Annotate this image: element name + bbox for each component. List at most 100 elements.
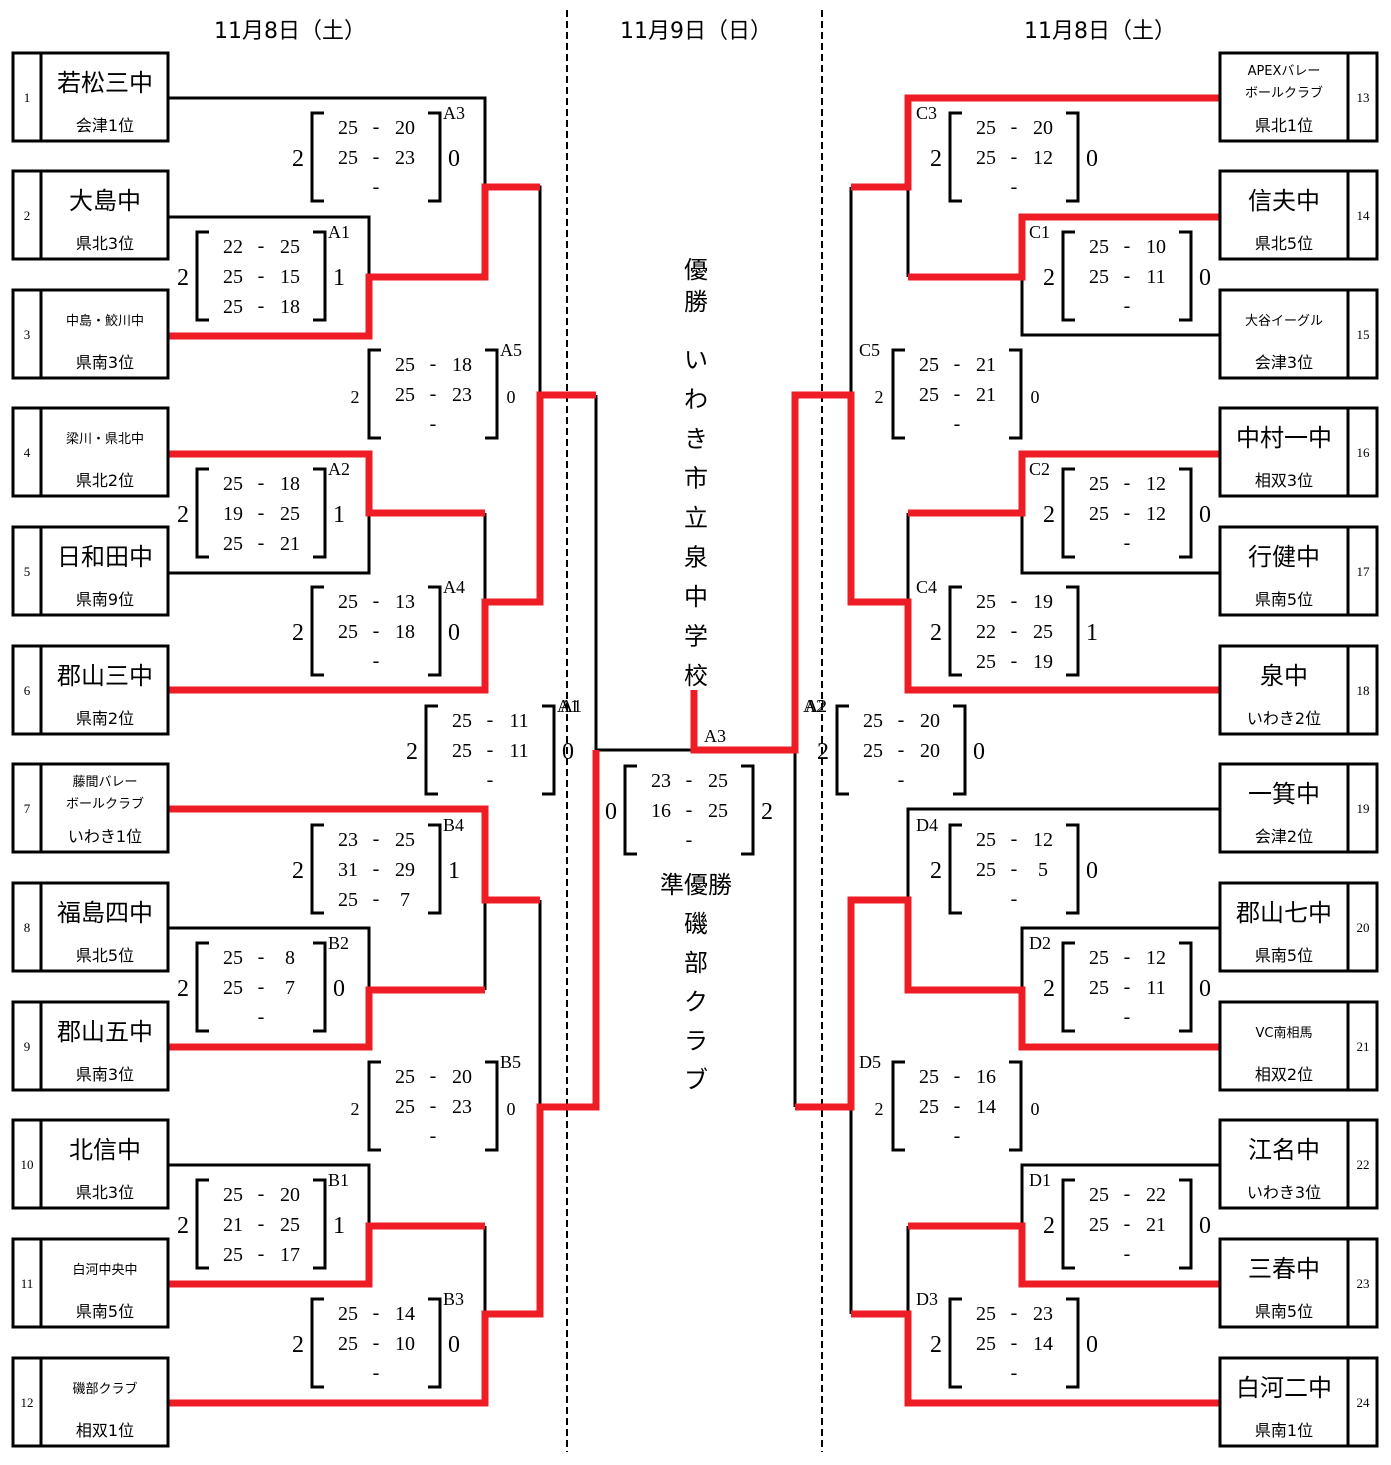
runner-up-team-char: ラ <box>684 1027 708 1055</box>
set-score-right: 25 <box>280 236 300 258</box>
sets-won-left: 2 <box>177 265 189 291</box>
set-score-left: 19 <box>223 503 243 525</box>
champion-label-char: 優 <box>684 256 708 284</box>
winner-path <box>908 450 1220 517</box>
seed-number: 23 <box>1357 1276 1370 1291</box>
set-score-right: 13 <box>395 591 415 613</box>
set-score-right: 11 <box>1146 266 1165 288</box>
set-score-left: 25 <box>976 1333 996 1355</box>
left-bracket-mark <box>948 585 962 677</box>
set-score-left: 25 <box>919 1066 939 1088</box>
team-box <box>11 1118 170 1210</box>
score-dash: - <box>430 1125 437 1147</box>
set-score-left: 25 <box>976 117 996 139</box>
match-id: C1 <box>1029 222 1050 242</box>
right-bracket-mark <box>313 941 327 1033</box>
seed-number: 13 <box>1357 90 1370 105</box>
team-name: 白河中央中 <box>72 1262 137 1278</box>
right-bracket-mark <box>1066 111 1080 203</box>
right-bracket-mark <box>313 467 327 559</box>
right-bracket-mark <box>313 230 327 322</box>
sets-won-left: 0 <box>605 799 617 825</box>
team-name: 郡山五中 <box>57 1018 153 1046</box>
set-score-left: 25 <box>976 829 996 851</box>
set-score-left: 25 <box>1089 473 1109 495</box>
left-bracket-mark <box>1061 467 1075 559</box>
set-score-left: 25 <box>223 296 243 318</box>
team-rank: 県北5位 <box>1255 234 1313 253</box>
set-score-right: 19 <box>1033 591 1053 613</box>
right-bracket-mark <box>428 1297 442 1389</box>
seed-number: 14 <box>1357 208 1371 223</box>
score-dash: - <box>1124 265 1131 287</box>
winner-path <box>690 391 1220 754</box>
right-bracket-mark <box>953 704 967 796</box>
set-score-left: 25 <box>1089 977 1109 999</box>
set-score-right: 21 <box>976 354 996 376</box>
sets-won-left: 2 <box>292 146 304 172</box>
seed-number: 21 <box>1357 1039 1370 1054</box>
score-dash: - <box>258 502 265 524</box>
set-score-left: 25 <box>452 710 472 732</box>
score-dash: - <box>1124 295 1131 317</box>
team-name: 泉中 <box>1260 662 1308 690</box>
match-id: B2 <box>328 933 349 953</box>
score-dash: - <box>373 650 380 672</box>
bracket-line <box>168 1163 371 1226</box>
set-score-right: 25 <box>708 800 728 822</box>
set-score-right: 21 <box>1146 1214 1166 1236</box>
sets-won-right: 1 <box>333 1213 345 1239</box>
set-score-left: 25 <box>338 117 358 139</box>
score-dash: - <box>258 946 265 968</box>
winner-path <box>168 986 485 1051</box>
left-bracket-mark <box>310 111 324 203</box>
score-dash: - <box>1011 620 1018 642</box>
bracket-line <box>1020 513 1220 575</box>
score-dash: - <box>1011 888 1018 910</box>
sets-won-right: 0 <box>1086 858 1098 884</box>
sets-won-left: 2 <box>1043 976 1055 1002</box>
set-score-left: 25 <box>1089 947 1109 969</box>
score-dash: - <box>1011 1302 1018 1324</box>
winner-path <box>168 805 540 904</box>
sets-won-right: 0 <box>448 1332 460 1358</box>
right-bracket-mark <box>542 704 556 796</box>
set-score-right: 29 <box>395 859 415 881</box>
set-score-left: 25 <box>395 384 415 406</box>
set-score-left: 25 <box>338 621 358 643</box>
set-score-left: 23 <box>651 770 671 792</box>
set-score-right: 5 <box>1038 859 1048 881</box>
team-rank: 相双3位 <box>1255 471 1313 490</box>
team-name: 藤間バレー <box>72 775 137 790</box>
sets-won-left: 2 <box>875 1099 884 1119</box>
team-rank: 県北1位 <box>1255 116 1313 135</box>
winner-path <box>851 94 1220 191</box>
runner-up-label: 準優勝 <box>660 871 732 899</box>
set-score-left: 25 <box>338 1333 358 1355</box>
set-score-left: 25 <box>223 1244 243 1266</box>
set-score-right: 14 <box>1033 1333 1053 1355</box>
sets-won-left: 2 <box>817 739 829 765</box>
sets-won-right: 0 <box>1086 1332 1098 1358</box>
runner-up-team-char: 部 <box>684 949 708 977</box>
left-bracket-mark <box>891 1060 905 1152</box>
team-box <box>11 51 170 143</box>
bracket-line <box>168 215 371 277</box>
sets-won-left: 2 <box>930 858 942 884</box>
set-score-right: 12 <box>1033 829 1053 851</box>
score-dash: - <box>686 829 693 851</box>
right-bracket-mark <box>485 348 499 440</box>
runner-up-team-char: ブ <box>684 1066 708 1094</box>
match-id: D2 <box>1029 933 1051 953</box>
runner-up-team-char: ク <box>684 988 708 1016</box>
set-score-left: 25 <box>976 1303 996 1325</box>
